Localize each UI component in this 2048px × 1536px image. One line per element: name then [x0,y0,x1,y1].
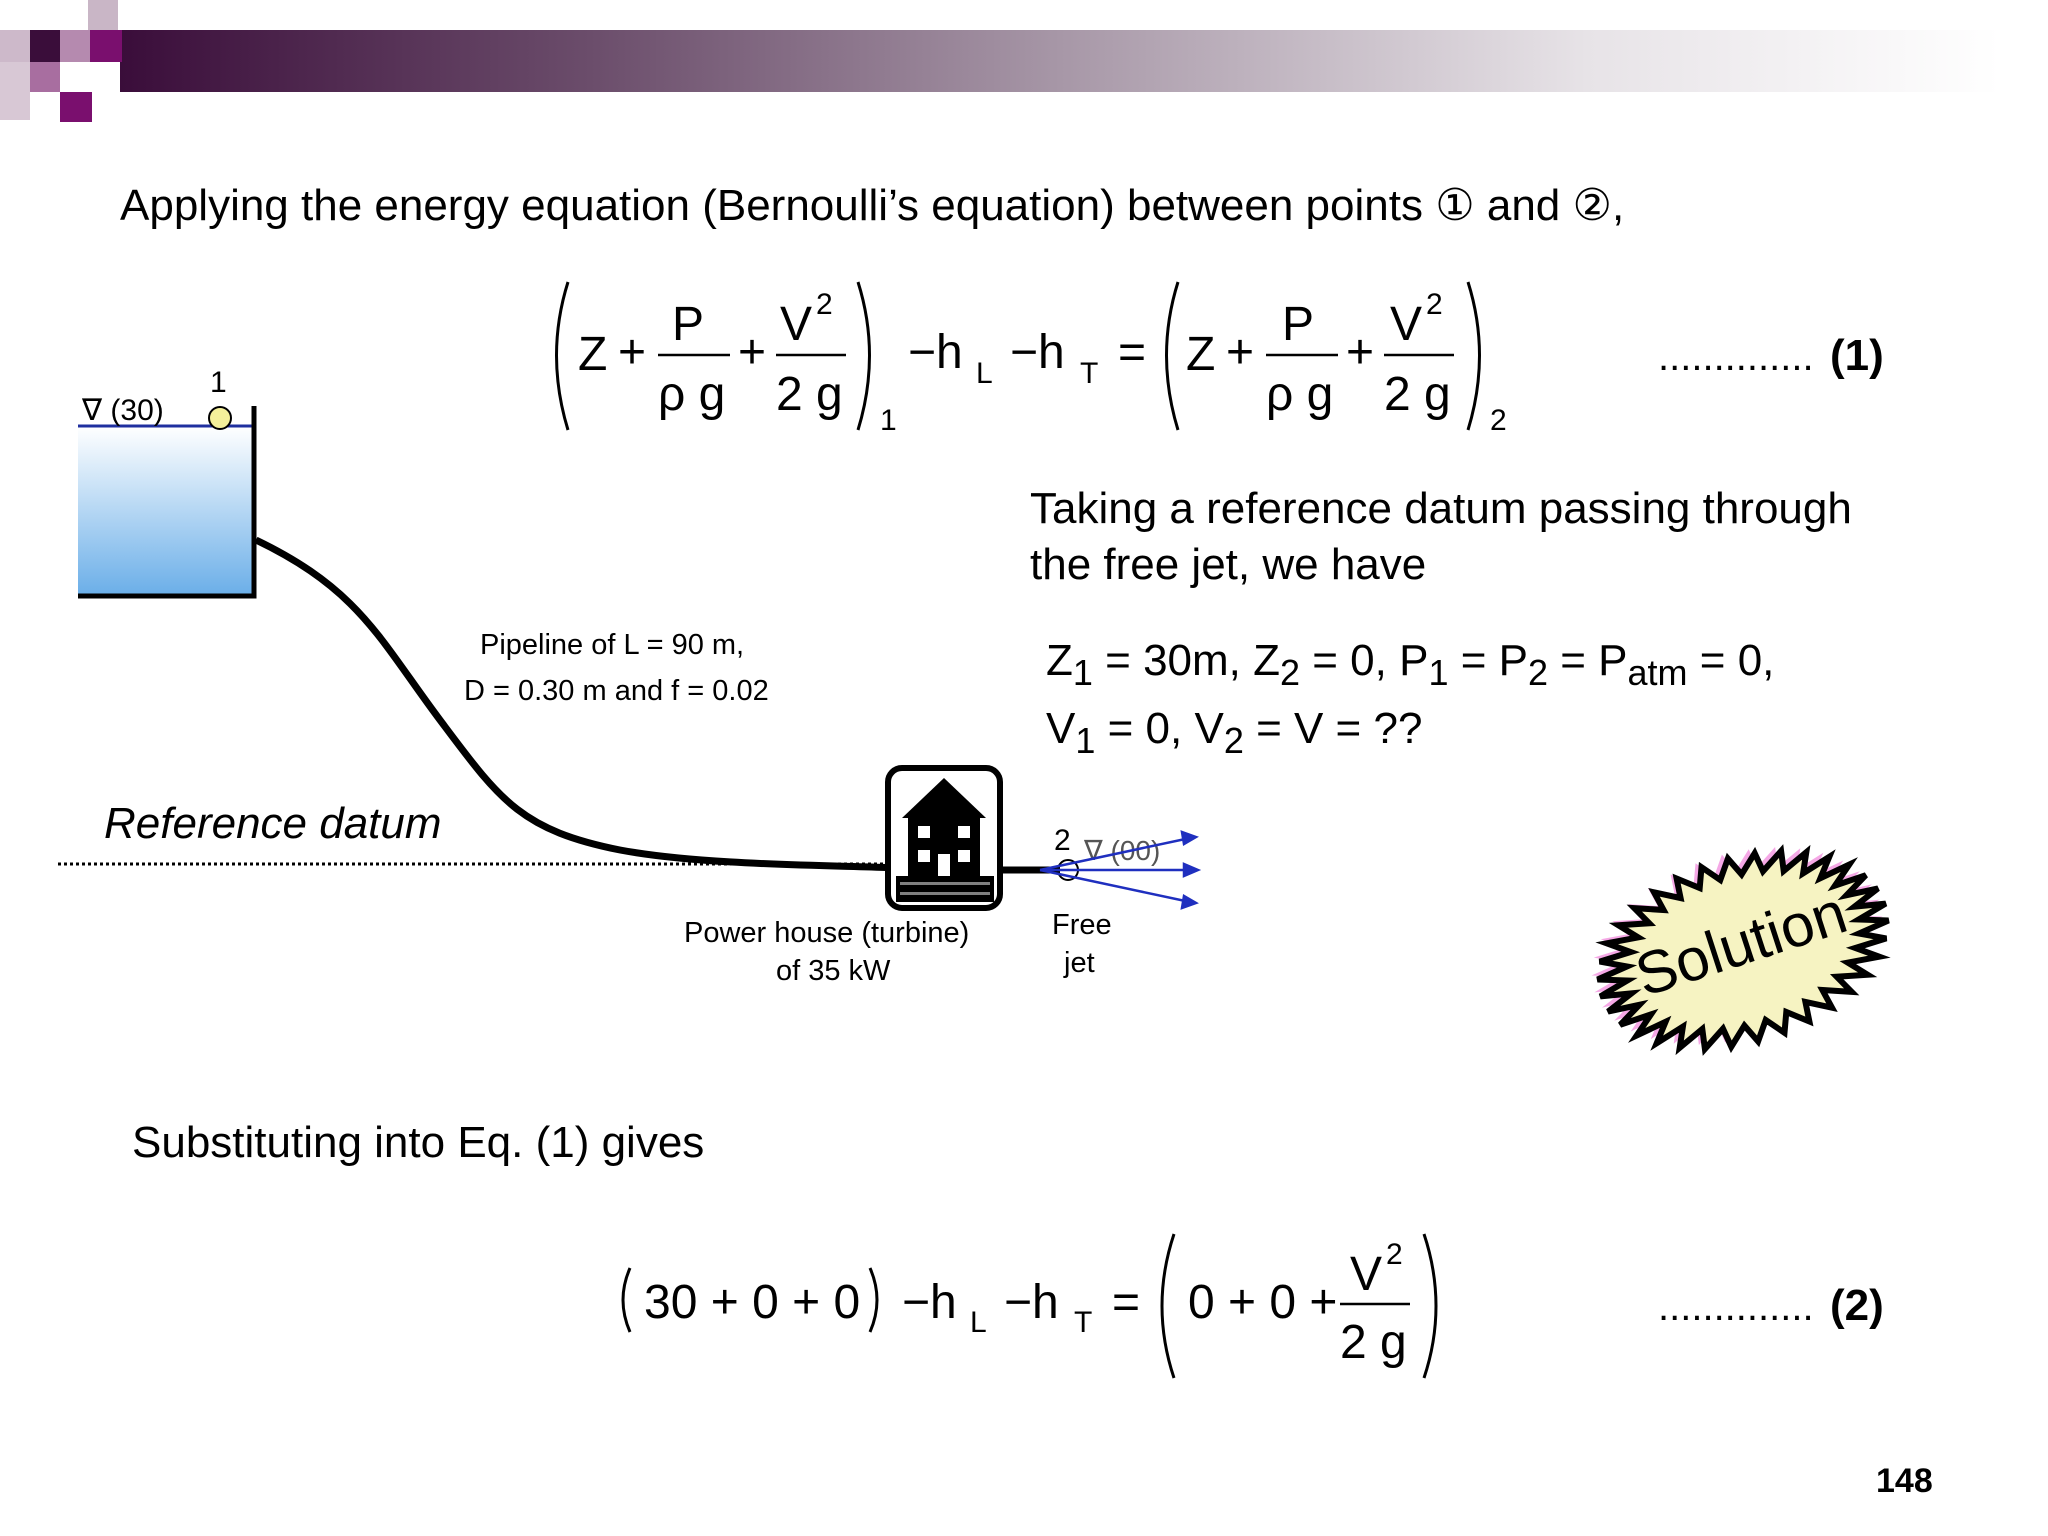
eq1-2g: 2 g [776,368,843,421]
intro-text: Applying the energy equation (Bernoulli’… [120,181,1625,230]
header-square [0,30,30,62]
power-house-label-line2: of 35 kW [776,955,891,987]
eq2-minus-h: −h [1004,1276,1059,1329]
eq1-z-right: Z [1186,328,1215,381]
eq1-v: V [780,298,812,351]
header-square [30,30,60,62]
eq2-sub-t: T [1074,1306,1092,1339]
eq2-sub-l: L [970,1306,987,1339]
point-2-label: 2 [1054,824,1071,857]
eq2-lhs: 30 + 0 + 0 [644,1276,860,1329]
header-gradient-bar [120,30,2000,92]
eq2-v: V [1350,1248,1382,1301]
eq1-ref-number: (1) [1830,331,1884,380]
header-square [88,0,118,30]
eq1-sub-t: T [1080,357,1098,390]
eq1-minus-h: −h [908,326,963,379]
page-number: 148 [1876,1462,1933,1500]
power-house-icon [885,765,1003,911]
eq2-equals: = [1112,1276,1140,1329]
reservoir-wall [78,406,257,599]
eq1-sub2: 2 [1490,404,1507,437]
eq2-ref-dots: .............. [1658,1285,1814,1329]
power-house-label-line1: Power house (turbine) [684,917,969,949]
eq1-plus: + [738,326,766,379]
header-square [0,62,30,120]
hydropower-diagram: ∇ (30) 1 Reference datum Pipeline of L =… [58,366,1202,987]
header-square [60,92,92,122]
eq2-rhs-prefix: 0 + 0 + [1188,1276,1337,1329]
eq1-p: P [1282,298,1314,351]
jet-level-label: ∇ (00) [1083,835,1160,866]
header-decoration [0,0,2048,130]
eq1-v: V [1390,298,1422,351]
header-square [30,62,60,92]
datum-text-line2: the free jet, we have [1030,540,1427,589]
eq1-sup: 2 [816,288,833,321]
eq1-rhog: ρ g [1266,368,1333,421]
eq1-p: P [672,298,704,351]
header-square [90,30,122,62]
free-jet-label-line2: jet [1063,947,1095,979]
eq1-plus: + [1346,326,1374,379]
solution-badge: Solution [1591,844,1891,1056]
eq2-2g: 2 g [1340,1316,1407,1369]
eq1-z-left: Z [578,328,607,381]
datum-text-line1: Taking a reference datum passing through [1030,484,1852,533]
substituting-text: Substituting into Eq. (1) gives [132,1118,705,1167]
jet-arrows [1039,830,1202,910]
point-1-label: 1 [210,366,227,399]
conditions-line2: V1 = 0, V2 = V = ?? [1046,704,1423,761]
header-square [0,0,60,30]
eq1-sub1: 1 [880,404,897,437]
eq2-sup: 2 [1386,1238,1403,1271]
eq1-plus: + [1226,326,1254,379]
eq2-ref-number: (2) [1830,1281,1884,1330]
eq1-minus-h: −h [1010,326,1065,379]
header-square [60,30,90,62]
point-1-marker [208,406,232,430]
tank-level-label: ∇ (30) [81,394,164,427]
eq2-minus-h: −h [902,1276,957,1329]
equation-2: 30 + 0 + 0 −h L −h T = 0 + 0 + V 2 2 g .… [621,1233,1884,1379]
reservoir-water [78,426,254,596]
eq1-plus: + [618,326,646,379]
reference-datum-label: Reference datum [104,799,442,848]
equation-1: Z + P ρ g + V 2 2 g 1 −h L −h T = Z + P … [555,281,1884,437]
eq1-sup: 2 [1426,288,1443,321]
pipeline-label-line2: D = 0.30 m and f = 0.02 [464,675,769,707]
eq1-ref-dots: .............. [1658,335,1814,379]
eq1-sub-l: L [976,357,993,390]
free-jet-label-line1: Free [1052,909,1112,941]
eq1-equals: = [1118,326,1146,379]
pipeline-label-line1: Pipeline of L = 90 m, [480,629,744,661]
eq1-rhog: ρ g [658,368,725,421]
conditions-line1: Z1 = 30m, Z2 = 0, P1 = P2 = Patm = 0, [1046,636,1775,693]
eq1-2g: 2 g [1384,368,1451,421]
